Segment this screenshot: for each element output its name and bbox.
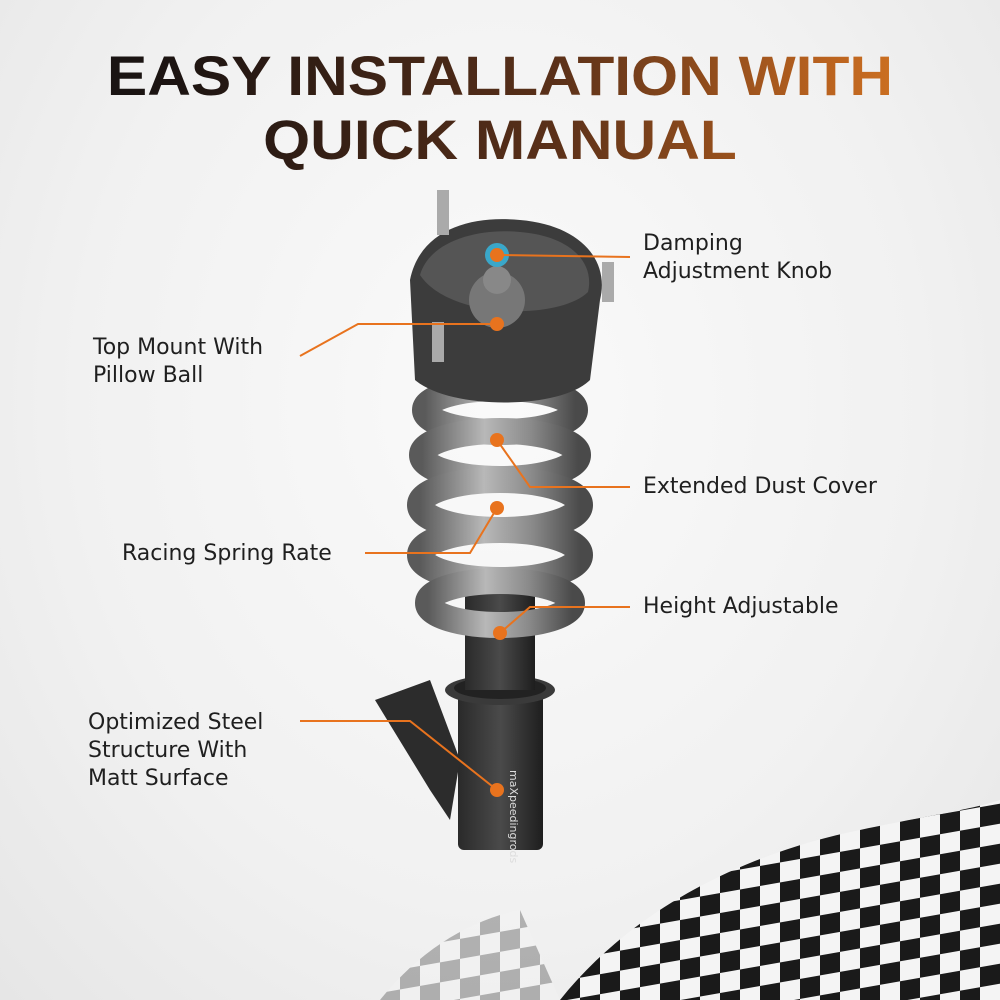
headline-line-1: EASY INSTALLATION WITH: [0, 44, 1000, 108]
brand-logo: maXpeedingrods: [507, 770, 520, 863]
callout-spring-rate: Racing Spring Rate: [122, 541, 332, 566]
coilover-shock: maXpeedingrods: [375, 190, 614, 863]
callout-dots: [490, 248, 507, 797]
headline: EASY INSTALLATION WITH QUICK MANUAL: [0, 44, 1000, 172]
callout-height-adjustable: Height Adjustable: [643, 594, 839, 619]
callout-top-mount: Top Mount With Pillow Ball: [93, 335, 264, 388]
headline-line-2: QUICK MANUAL: [0, 108, 1000, 172]
callout-damping-knob: Damping Adjustment Knob: [643, 231, 833, 284]
callout-steel-structure: Optimized Steel Structure With Matt Surf…: [88, 710, 264, 791]
callout-lines: [299, 254, 631, 791]
callout-dust-cover: Extended Dust Cover: [643, 474, 877, 499]
checkered-flag-graphic: [380, 800, 1000, 1000]
